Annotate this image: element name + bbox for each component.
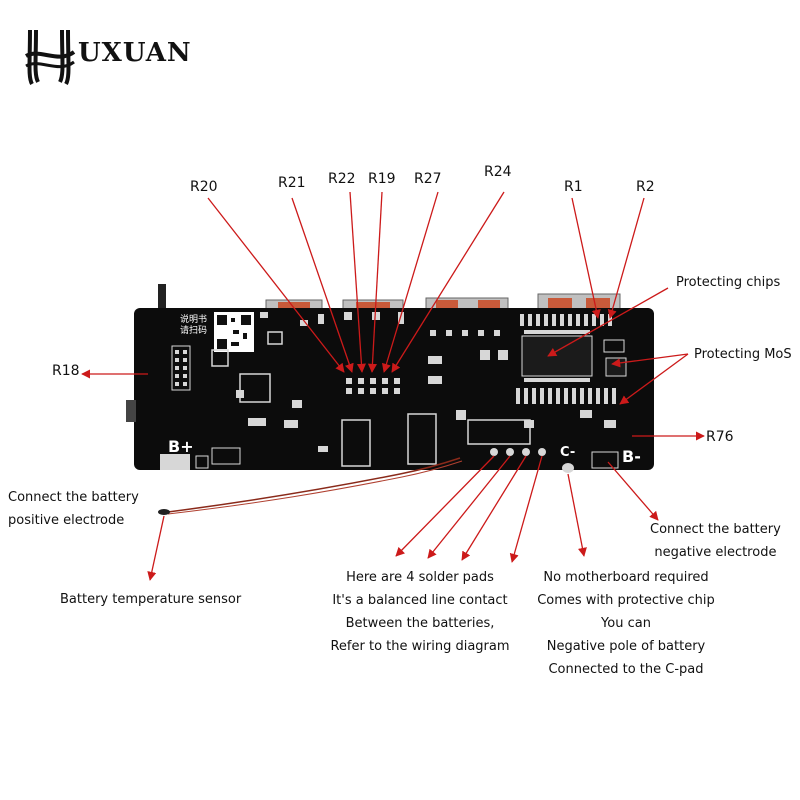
silk-bplus: B+ <box>168 437 194 456</box>
h-logo-icon <box>25 29 76 85</box>
pin-header <box>171 345 191 391</box>
thermistor-wire <box>167 457 461 513</box>
label-r19: R19 <box>368 171 396 187</box>
label-r1: R1 <box>564 179 583 195</box>
silk-bminus: B- <box>622 447 641 466</box>
c-pad <box>562 463 574 473</box>
side-connector <box>126 400 136 422</box>
resistor-row <box>520 314 612 326</box>
note-solder-pads: Here are 4 solder pads It's a balanced l… <box>330 570 510 654</box>
label-protecting-mos: Protecting MoS <box>694 347 792 362</box>
label-r21: R21 <box>278 175 306 191</box>
silk-manual-line-1: 说明书 <box>180 313 207 325</box>
label-r2: R2 <box>636 179 655 195</box>
label-r27: R27 <box>414 171 442 187</box>
note-battery-positive: Connect the battery positive electrode <box>8 490 139 528</box>
label-r18: R18 <box>52 363 80 379</box>
bminus-pad <box>591 451 619 469</box>
label-r24: R24 <box>484 164 512 180</box>
smd-components <box>236 312 616 452</box>
protecting-chip <box>521 330 593 382</box>
note-temperature-sensor: Battery temperature sensor <box>60 592 242 607</box>
callout-arrows <box>81 191 705 581</box>
label-protecting-chips: Protecting chips <box>676 275 781 290</box>
power-components <box>211 331 531 467</box>
temperature-sensor-bead <box>158 509 170 515</box>
note-battery-negative: Connect the battery negative electrode <box>650 522 781 560</box>
brand-name: UXUAN <box>78 38 192 68</box>
label-r22: R22 <box>328 171 356 187</box>
silk-manual-line-2: 请扫码 <box>180 324 207 336</box>
note-c-pad: No motherboard required Comes with prote… <box>537 570 715 677</box>
label-r20: R20 <box>190 179 218 195</box>
power-switch <box>158 284 166 310</box>
qr-code <box>214 312 254 352</box>
label-r76: R76 <box>706 429 734 445</box>
balance-solder-pads <box>490 448 546 456</box>
bplus-pad <box>160 454 190 470</box>
resistor-row-2 <box>516 388 616 404</box>
silk-cminus: C- <box>560 445 575 460</box>
